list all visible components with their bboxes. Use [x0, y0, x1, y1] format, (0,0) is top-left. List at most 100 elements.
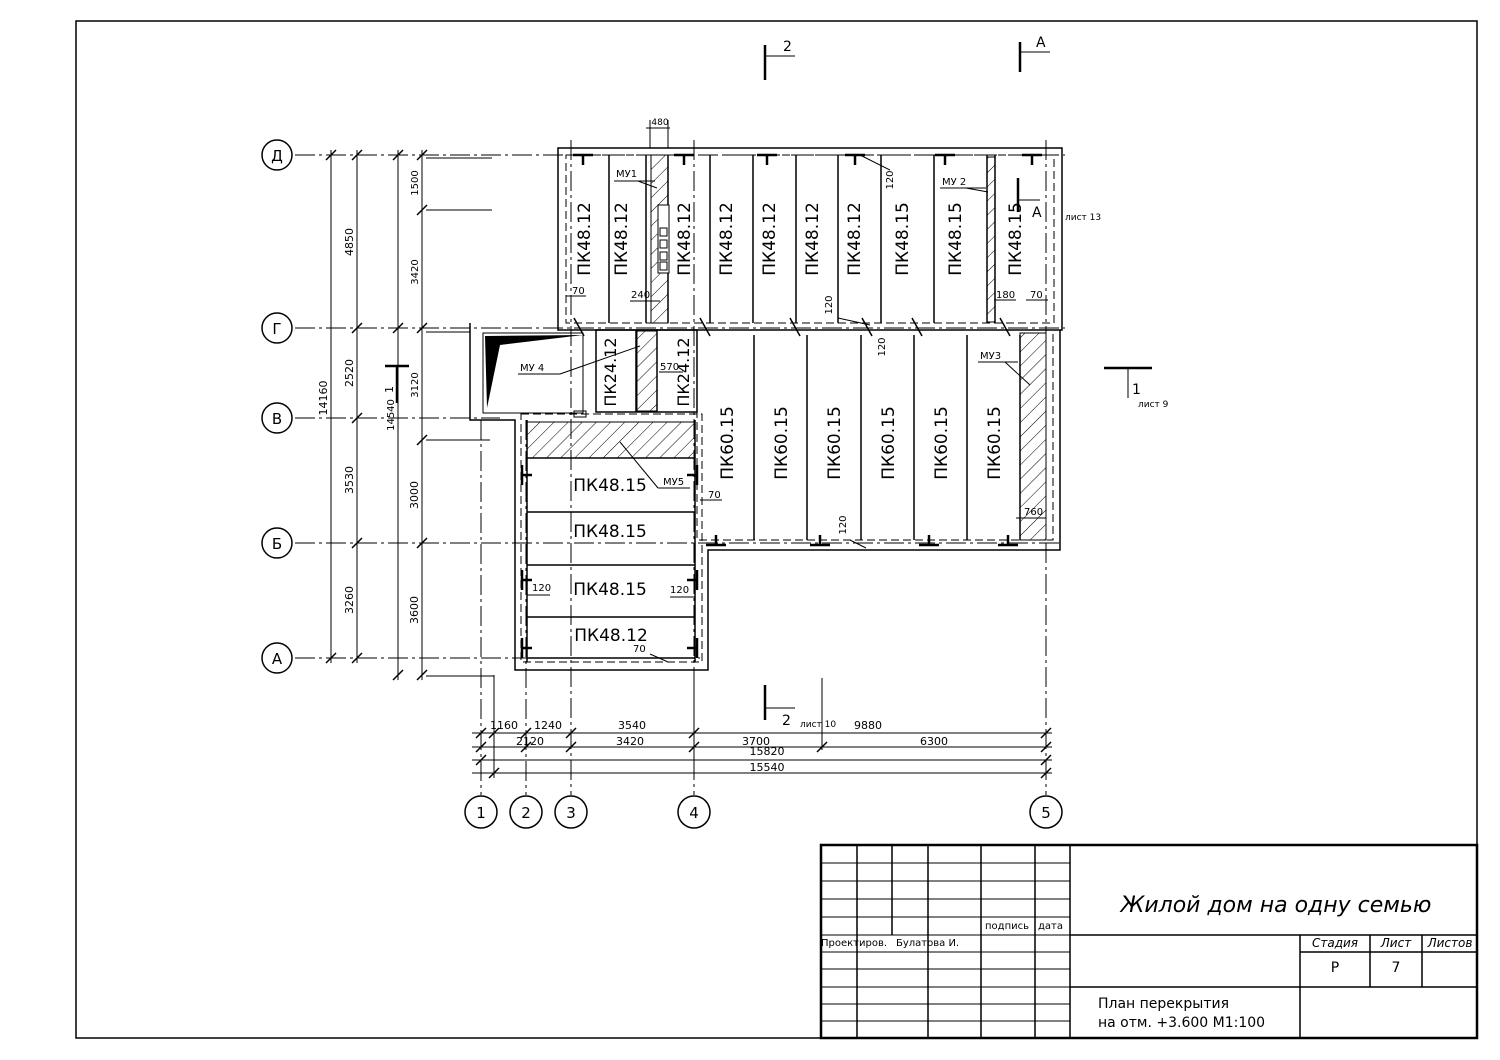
- section-cut-1-left: 1: [383, 364, 409, 403]
- axis-label-3: 3: [566, 804, 576, 822]
- axis-label-2: 2: [521, 804, 531, 822]
- axis-label-a: А: [272, 650, 283, 668]
- axis-marker-g: [261, 312, 293, 344]
- dim-120-c: 120: [877, 337, 888, 356]
- dim-overall-left: 14160: [317, 381, 330, 416]
- panel-top-10: ПК48.15: [1006, 202, 1026, 276]
- axis-label-g: Г: [272, 320, 281, 338]
- dim-570: 570: [660, 362, 679, 373]
- sheet-value: 7: [1392, 960, 1401, 976]
- section-1-left-label: 1: [383, 386, 396, 393]
- dim-120-e: 120: [532, 583, 551, 594]
- panel-top-5: ПК48.12: [760, 202, 780, 276]
- monolithic-area-mu3: [1019, 332, 1047, 541]
- sheet-label: Лист: [1380, 936, 1412, 950]
- panel-top-1: ПК48.12: [575, 202, 595, 276]
- middle-small-panels: ПК24.12 ПК24.12: [485, 329, 698, 418]
- monolithic-area-mu-middle: [636, 330, 658, 412]
- dim-bottom-2120: 2120: [516, 735, 544, 748]
- dim-120-d: 120: [838, 515, 849, 534]
- dim-180: 180: [996, 290, 1015, 301]
- section-1-right: 1: [1132, 382, 1141, 398]
- section-2-bottom: 2: [782, 713, 791, 729]
- label-mu1: МУ1: [616, 169, 637, 180]
- panel-top-3: ПК48.12: [675, 202, 695, 276]
- panel-right-2: ПК60.15: [772, 406, 792, 480]
- section-1-sheet-ref: лист 9: [1138, 400, 1169, 410]
- panel-top-9: ПК48.15: [946, 202, 966, 276]
- right-panels: ПК60.15 ПК60.15 ПК60.15 ПК60.15 ПК60.15 …: [706, 332, 1047, 547]
- dim-760: 760: [1024, 507, 1043, 518]
- dim-70-d: 70: [633, 644, 646, 655]
- axis-marker-4: [677, 795, 711, 829]
- dim-bottom-3540: 3540: [618, 719, 646, 732]
- section-2-sheet-ref: лист 10: [800, 720, 836, 730]
- dim-inner-1: 1500: [410, 170, 421, 195]
- section-a-sheet-ref: лист 13: [1065, 213, 1101, 223]
- monolithic-labels: МУ1 МУ 2 МУ3 МУ 4 МУ5: [518, 169, 1031, 489]
- dim-d-g: 4850: [343, 228, 356, 256]
- dim-inner-overall: 14540: [386, 399, 397, 431]
- sheets-label: Листов: [1427, 936, 1473, 950]
- dim-bottom-6300: 6300: [920, 735, 948, 748]
- axis-marker-1: [464, 795, 498, 829]
- dim-bottom-1240: 1240: [534, 719, 562, 732]
- axis-marker-5: [1029, 795, 1063, 829]
- dim-inner-2: 3420: [410, 259, 421, 284]
- axis-label-b: Б: [272, 535, 282, 553]
- dim-bottom-1160: 1160: [490, 719, 518, 732]
- panel-left-4: ПК48.12: [574, 626, 648, 646]
- panel-left-1: ПК48.15: [573, 476, 647, 496]
- axis-marker-d: [261, 139, 293, 171]
- dim-inner-3: 3120: [410, 372, 421, 397]
- label-mu2: МУ 2: [942, 177, 966, 188]
- axis-marker-a: [261, 642, 293, 674]
- axis-marker-2: [509, 795, 543, 829]
- section-marks: 2 А А лист 13 1 лист 9 2 лист 10: [763, 35, 1169, 730]
- panel-left-3: ПК48.15: [573, 580, 647, 600]
- column-axis-markers: 1 2 3 4 5: [464, 795, 1063, 829]
- axis-marker-b: [261, 527, 293, 559]
- dim-inner-5: 3600: [408, 596, 421, 624]
- sheet-frame: [75, 20, 1478, 1039]
- dim-70-b: 70: [1030, 290, 1043, 301]
- dim-bottom-15540: 15540: [750, 761, 785, 774]
- panel-right-6: ПК60.15: [985, 406, 1005, 480]
- panel-top-4: ПК48.12: [717, 202, 737, 276]
- top-panels: ПК48.12 ПК48.12 ПК48.12 ПК48.12 ПК48.12 …: [573, 153, 1042, 337]
- bottom-dimensions: 1160 1240 3540 9880 2120 3420 3700 6300 …: [472, 675, 1052, 779]
- dim-120-f: 120: [670, 585, 689, 596]
- building-outline: [469, 147, 1063, 671]
- label-mu5: МУ5: [663, 477, 684, 488]
- axis-label-d: Д: [271, 147, 283, 165]
- axis-label-4: 4: [689, 804, 699, 822]
- dim-480: 480: [651, 118, 668, 128]
- panel-right-1: ПК60.15: [718, 406, 738, 480]
- stage-label: Стадия: [1312, 936, 1358, 950]
- small-block: [573, 410, 587, 418]
- dim-v-b: 3530: [343, 466, 356, 494]
- axis-label-1: 1: [476, 804, 486, 822]
- label-mu3: МУ3: [980, 351, 1001, 362]
- panel-top-6: ПК48.12: [803, 202, 823, 276]
- left-dimensions: 14160 4850 2520 3530 3260 1500 3420 3120…: [317, 149, 494, 681]
- designer-role: Проектиров.: [821, 938, 887, 949]
- panel-left-2: ПК48.15: [573, 522, 647, 542]
- dim-70-c: 70: [708, 490, 721, 501]
- section-a-top: А: [1036, 35, 1046, 51]
- axis-label-5: 5: [1041, 804, 1051, 822]
- panel-right-4: ПК60.15: [879, 406, 899, 480]
- panel-top-2: ПК48.12: [612, 202, 632, 276]
- small-dimensions: 480 120 70 240 120 120 180 70 570 70 760…: [527, 118, 1048, 663]
- vent-block: [657, 204, 670, 274]
- dim-g-v: 2520: [343, 359, 356, 387]
- monolithic-area-mu5: [526, 421, 696, 459]
- label-mu4: МУ 4: [520, 363, 544, 374]
- axis-label-v: В: [272, 410, 282, 428]
- dim-bottom-3700: 3700: [742, 735, 770, 748]
- section-a-mid: А: [1032, 205, 1042, 221]
- header-signature: подпись: [985, 921, 1029, 932]
- panel-mid-2: ПК24.12: [674, 337, 693, 406]
- dim-bottom-15820: 15820: [750, 745, 785, 758]
